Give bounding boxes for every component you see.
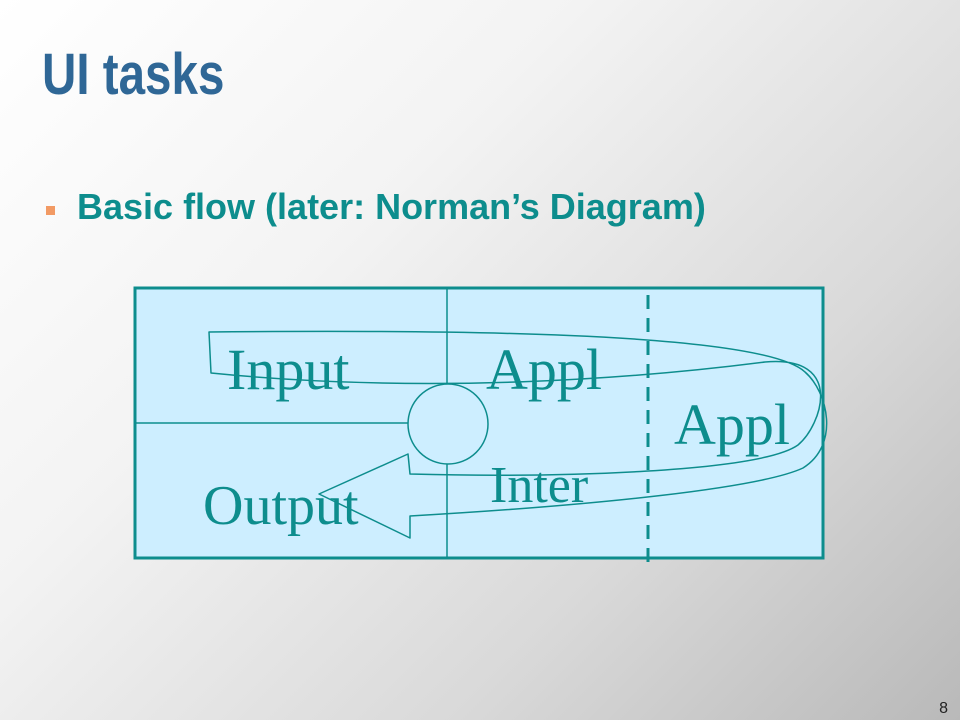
flow-loop-arrow (208, 330, 828, 539)
label-appl-left: Appl (486, 337, 602, 402)
bullet-marker-icon (46, 205, 55, 215)
bullet-item: Basic flow (later: Norman’s Diagram) (46, 186, 706, 228)
label-output: Output (203, 475, 359, 537)
label-appl-right: Appl (674, 392, 790, 457)
page-number: 8 (939, 700, 948, 717)
label-inter: Inter (490, 457, 588, 514)
label-input: Input (227, 337, 349, 402)
slide-title: UI tasks (42, 42, 225, 107)
bullet-text: Basic flow (later: Norman’s Diagram) (77, 186, 706, 227)
center-node (407, 383, 489, 465)
